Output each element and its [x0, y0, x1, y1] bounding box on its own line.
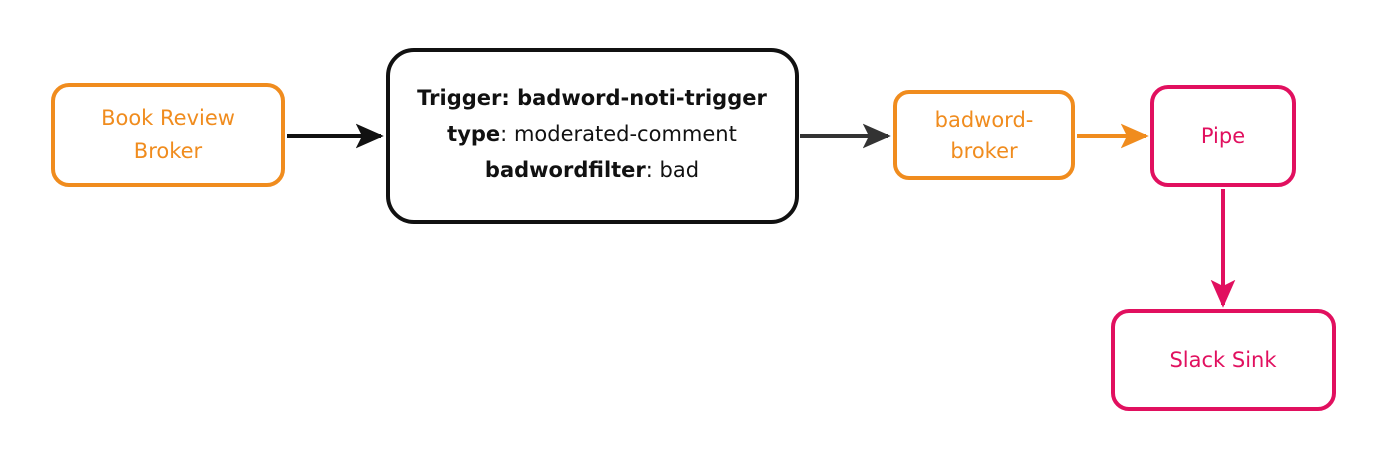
node-box[interactable]	[386, 48, 799, 224]
node-pipe[interactable]: Pipe	[1150, 85, 1296, 187]
node-label: Slack Sink	[1169, 348, 1277, 372]
trigger-type-sep: :	[500, 122, 514, 146]
trigger-filter-key: badwordfilter	[485, 158, 646, 182]
node-trigger-box[interactable]: Trigger: badword-noti-trigger type: mode…	[386, 48, 799, 224]
trigger-title: Trigger: badword-noti-trigger	[417, 86, 767, 110]
node-badword-broker[interactable]: badword- broker	[893, 90, 1075, 180]
node-box[interactable]	[51, 83, 285, 187]
node-label-line2: Broker	[134, 139, 203, 163]
trigger-type-value: moderated-comment	[514, 122, 737, 146]
trigger-filter-sep: :	[646, 158, 660, 182]
node-box[interactable]	[1111, 309, 1336, 411]
trigger-filter-row: badwordfilter: bad	[485, 158, 699, 182]
trigger-type-key: type	[447, 122, 500, 146]
node-slack-sink[interactable]: Slack Sink	[1111, 309, 1336, 411]
node-label-line1: Book Review	[101, 106, 235, 130]
node-box[interactable]	[893, 90, 1075, 180]
node-label: Pipe	[1201, 124, 1245, 148]
node-book-review-broker[interactable]: Book Review Broker	[51, 83, 285, 187]
node-label-line2: broker	[950, 139, 1018, 163]
trigger-filter-value: bad	[660, 158, 700, 182]
trigger-type-row: type: moderated-comment	[447, 122, 737, 146]
node-box[interactable]	[1150, 85, 1296, 187]
node-label-line1: badword-	[935, 108, 1034, 132]
